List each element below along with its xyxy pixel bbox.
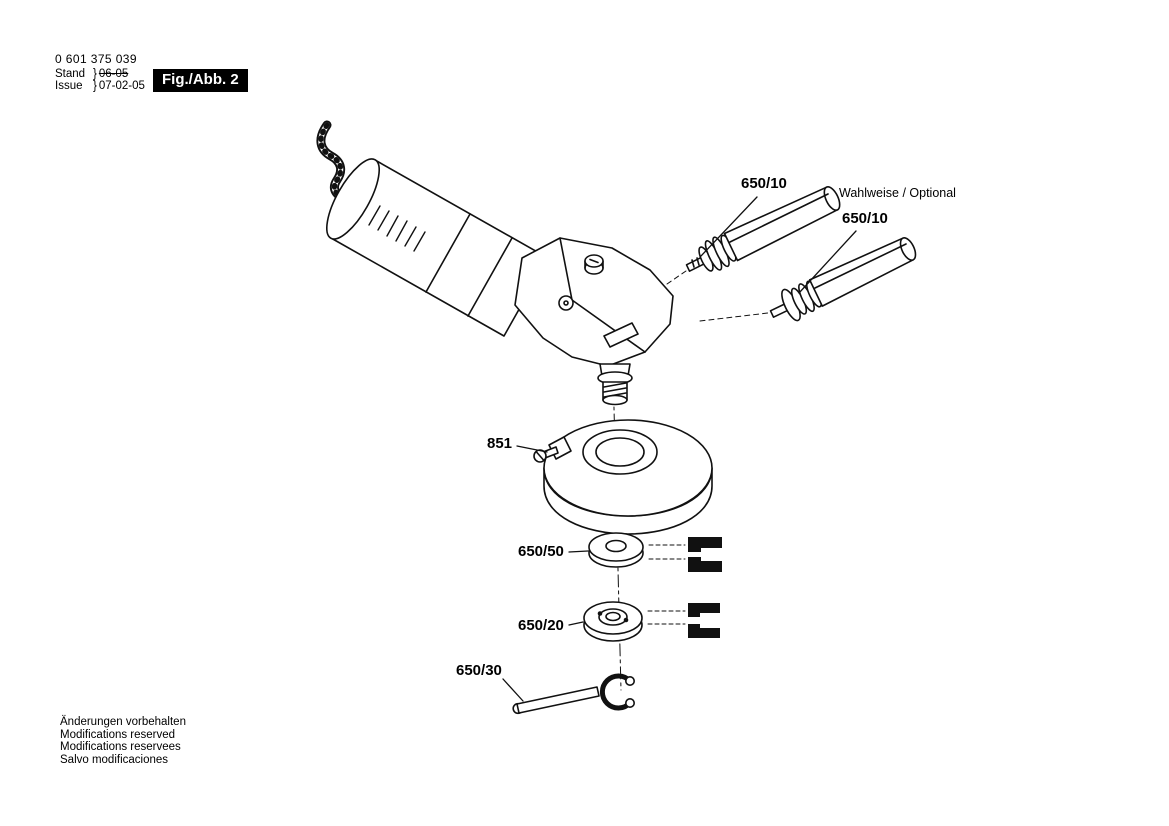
callout-650-10-optional: 650/10 [842,210,888,227]
gear-head [514,237,674,367]
issue-label: Issue [55,80,83,92]
vent-slats [368,205,426,252]
clamping-nut [583,601,643,642]
callout-650-10-primary: 650/10 [741,175,787,192]
leader-lines [502,196,857,702]
callout-650-30-wrench: 650/30 [456,662,502,679]
handle-mount-dashed-lines [666,270,769,322]
stand-value: 06-05 [98,68,129,80]
notice-line-en: Modifications reserved [60,728,176,741]
spindle-lock-button [584,254,604,275]
revision-stand-row: Stand } 06-05 [55,67,145,81]
notice-line-es: Salvo modificaciones [60,753,169,766]
wheel-guard [533,419,713,535]
pin-wrench [512,673,635,715]
disc-cross-section-dashes [647,544,686,625]
side-handle-optional [769,237,917,322]
stand-label: Stand [55,68,86,80]
stand-brace: } [93,67,97,81]
motor-housing [326,158,549,337]
modifications-notice: Änderungen vorbehalten Modifications res… [60,716,186,766]
spindle [597,363,633,406]
backing-flange [588,532,644,568]
part-number: 0 601 375 039 [55,52,137,66]
disc-cross-section-symbols [688,537,722,638]
figure-label-box: Fig./Abb. 2 [153,69,248,92]
revision-issue-row: Issue } 07-02-05 [55,79,145,93]
issue-value: 07-02-05 [98,80,145,92]
issue-brace: } [93,79,97,93]
callout-650-20-nut: 650/20 [518,617,564,634]
notice-line-de: Änderungen vorbehalten [60,716,186,728]
side-handle-primary [685,186,841,272]
notice-line-fr: Modifications reservees [60,741,181,753]
callout-851-guard: 851 [487,435,513,452]
optional-note: Wahlweise / Optional [839,186,956,200]
revision-block: Stand } 06-05 Issue } 07-02-05 [55,67,145,93]
callout-650-50-flange: 650/50 [518,543,564,560]
